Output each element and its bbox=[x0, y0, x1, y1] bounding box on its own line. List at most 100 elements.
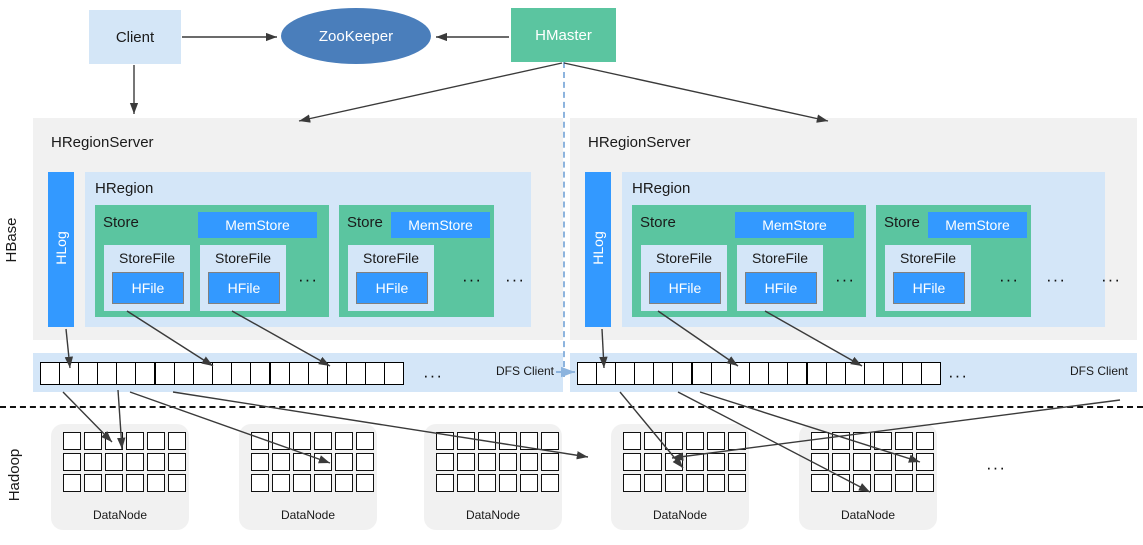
dfs-left-block-group-1[interactable] bbox=[40, 362, 174, 385]
hfile-left-1-2-label: HFile bbox=[227, 280, 261, 296]
storefile-left-1-1[interactable]: StoreFile HFile bbox=[104, 245, 190, 311]
layer-label-hbase-text: HBase bbox=[2, 217, 20, 263]
dfs-block bbox=[231, 362, 251, 385]
hfile-left-2-1-label: HFile bbox=[375, 280, 409, 296]
node-hmaster[interactable]: HMaster bbox=[511, 8, 616, 62]
datanode-3-label: DataNode bbox=[465, 508, 521, 522]
store-right-2[interactable]: Store MemStore StoreFile HFile ··· bbox=[876, 205, 1031, 317]
store-right-2-dots: ··· bbox=[999, 270, 1019, 289]
node-zookeeper-label: ZooKeeper bbox=[318, 27, 394, 45]
dfs-right-block-group-3[interactable] bbox=[807, 362, 941, 385]
node-zookeeper[interactable]: ZooKeeper bbox=[281, 8, 431, 64]
datanode-block bbox=[168, 453, 186, 471]
hregion-left-dots: ··· bbox=[505, 270, 525, 289]
datanode-block bbox=[707, 453, 725, 471]
memstore-left-2[interactable]: MemStore bbox=[391, 212, 490, 238]
datanode-4[interactable]: DataNode bbox=[611, 424, 749, 530]
memstore-left-1-label: MemStore bbox=[225, 217, 290, 233]
hfile-right-2-1[interactable]: HFile bbox=[893, 272, 965, 304]
arrow-hmaster-to-region-server-right bbox=[563, 62, 829, 123]
datanode-block bbox=[665, 474, 683, 492]
arrow-hmaster-to-region-server-left bbox=[298, 62, 563, 123]
dfs-block bbox=[653, 362, 673, 385]
datanode-block bbox=[811, 474, 829, 492]
hlog-left[interactable]: HLog bbox=[48, 172, 74, 327]
vertical-dashed-divider bbox=[563, 62, 565, 377]
datanode-block bbox=[623, 474, 641, 492]
dfs-left-block-group-2[interactable] bbox=[155, 362, 289, 385]
hlog-right-label: HLog bbox=[590, 231, 606, 265]
dfs-block bbox=[174, 362, 194, 385]
storefile-left-1-2-title: StoreFile bbox=[214, 250, 272, 266]
datanode-3-blocks bbox=[436, 432, 560, 493]
hlog-right[interactable]: HLog bbox=[585, 172, 611, 327]
datanode-1-label: DataNode bbox=[92, 508, 148, 522]
datanode-block bbox=[84, 474, 102, 492]
storefile-left-1-2[interactable]: StoreFile HFile bbox=[200, 245, 286, 311]
dfs-client-left[interactable]: ··· DFS Client bbox=[33, 353, 563, 392]
hfile-left-1-1[interactable]: HFile bbox=[112, 272, 184, 304]
dfs-block bbox=[883, 362, 903, 385]
datanode-1[interactable]: DataNode bbox=[51, 424, 189, 530]
datanode-block bbox=[623, 432, 641, 450]
datanode-3[interactable]: DataNode bbox=[424, 424, 562, 530]
hfile-left-1-2[interactable]: HFile bbox=[208, 272, 280, 304]
dfs-client-left-label: DFS Client bbox=[495, 364, 554, 378]
datanode-2[interactable]: DataNode bbox=[239, 424, 377, 530]
store-left-2[interactable]: Store MemStore StoreFile HFile ··· bbox=[339, 205, 494, 317]
dfs-client-right[interactable]: ··· DFS Client bbox=[570, 353, 1137, 392]
node-client[interactable]: Client bbox=[89, 10, 181, 64]
dfs-client-right-dots: ··· bbox=[948, 366, 968, 385]
dfs-block bbox=[711, 362, 731, 385]
dfs-block bbox=[97, 362, 117, 385]
dfs-block bbox=[921, 362, 941, 385]
memstore-right-1-label: MemStore bbox=[762, 217, 827, 233]
node-hmaster-label: HMaster bbox=[535, 26, 592, 44]
store-right-1-dots: ··· bbox=[835, 270, 855, 289]
region-server-left-title: HRegionServer bbox=[51, 134, 154, 151]
datanode-2-blocks bbox=[251, 432, 375, 493]
datanode-block bbox=[293, 432, 311, 450]
storefile-right-1-1[interactable]: StoreFile HFile bbox=[641, 245, 727, 311]
storefile-left-2-1[interactable]: StoreFile HFile bbox=[348, 245, 434, 311]
storefile-right-1-1-title: StoreFile bbox=[655, 250, 713, 266]
store-left-2-title: Store bbox=[347, 214, 383, 231]
storefile-right-1-2[interactable]: StoreFile HFile bbox=[737, 245, 823, 311]
datanode-block bbox=[457, 474, 475, 492]
dfs-block bbox=[384, 362, 404, 385]
datanode-block bbox=[147, 474, 165, 492]
datanode-block bbox=[251, 453, 269, 471]
memstore-right-1[interactable]: MemStore bbox=[735, 212, 854, 238]
datanode-block bbox=[251, 474, 269, 492]
dfs-right-block-group-1[interactable] bbox=[577, 362, 711, 385]
hfile-right-1-2[interactable]: HFile bbox=[745, 272, 817, 304]
store-left-1[interactable]: Store MemStore StoreFile HFile StoreFile… bbox=[95, 205, 329, 317]
datanode-block bbox=[84, 453, 102, 471]
datanode-block bbox=[916, 432, 934, 450]
hfile-right-1-1[interactable]: HFile bbox=[649, 272, 721, 304]
dfs-block bbox=[135, 362, 155, 385]
datanode-block bbox=[644, 432, 662, 450]
layer-label-hbase: HBase bbox=[1, 205, 21, 275]
dfs-left-block-group-3[interactable] bbox=[270, 362, 404, 385]
memstore-left-1[interactable]: MemStore bbox=[198, 212, 317, 238]
datanode-block bbox=[853, 453, 871, 471]
memstore-right-2[interactable]: MemStore bbox=[928, 212, 1027, 238]
datanode-block bbox=[335, 453, 353, 471]
hregion-left-title: HRegion bbox=[95, 180, 154, 197]
datanode-block bbox=[478, 474, 496, 492]
hfile-left-2-1[interactable]: HFile bbox=[356, 272, 428, 304]
store-right-1[interactable]: Store MemStore StoreFile HFile StoreFile… bbox=[632, 205, 866, 317]
storefile-right-2-1[interactable]: StoreFile HFile bbox=[885, 245, 971, 311]
datanode-block bbox=[457, 453, 475, 471]
datanode-block bbox=[686, 432, 704, 450]
dfs-block bbox=[577, 362, 597, 385]
datanode-block bbox=[832, 432, 850, 450]
dfs-right-block-group-2[interactable] bbox=[692, 362, 826, 385]
datanode-block bbox=[105, 453, 123, 471]
datanode-5[interactable]: DataNode bbox=[799, 424, 937, 530]
hregion-left[interactable]: HRegion Store MemStore StoreFile HFile S… bbox=[85, 172, 531, 327]
hregion-right[interactable]: HRegion Store MemStore StoreFile HFile S… bbox=[622, 172, 1105, 327]
dfs-block bbox=[634, 362, 654, 385]
datanode-block bbox=[63, 453, 81, 471]
